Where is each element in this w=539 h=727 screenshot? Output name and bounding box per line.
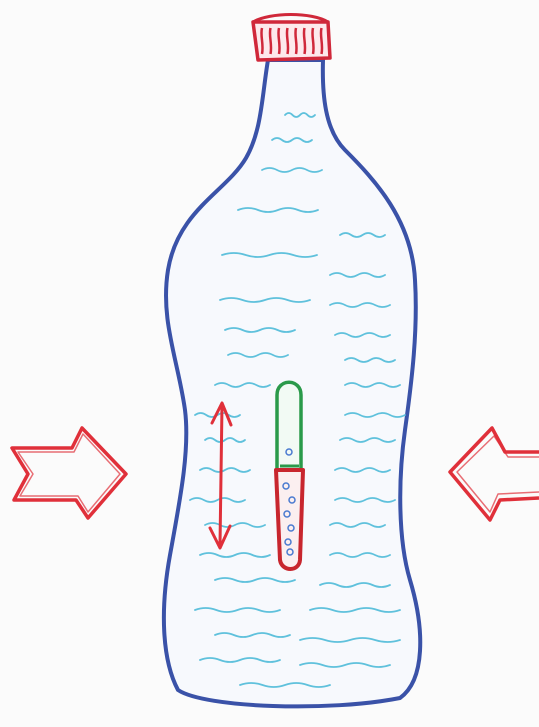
cap-ridge (304, 28, 305, 54)
cap-ridge (270, 28, 271, 54)
left-press-arrow-icon (12, 428, 126, 518)
cap-ridge (312, 28, 313, 54)
cap-ridge (287, 28, 288, 54)
cap-ridge (295, 28, 296, 54)
bottle-cap-icon (253, 15, 330, 61)
cap-ridge (321, 28, 322, 54)
right-press-arrow-icon (450, 428, 539, 520)
cap-ridge (278, 28, 279, 54)
cartesian-diver-icon (276, 382, 303, 569)
cap-ridge (261, 28, 262, 54)
